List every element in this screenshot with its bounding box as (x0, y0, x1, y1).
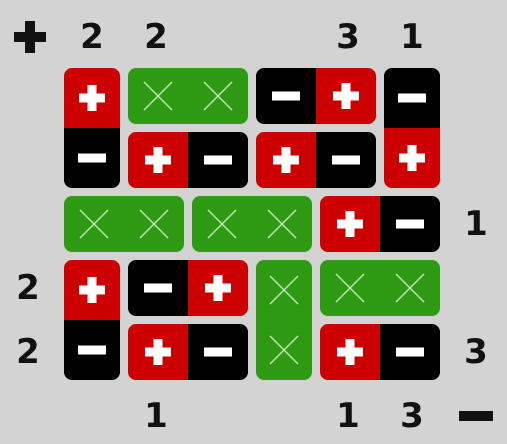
bottom-minus-clue-col-1: 1 (144, 396, 168, 436)
plus-icon (384, 128, 440, 188)
domino-0[interactable] (64, 68, 120, 188)
minus-icon (316, 132, 376, 188)
plus-icon (64, 68, 120, 128)
domino-5[interactable] (256, 132, 376, 188)
domino-half-minus[interactable] (384, 68, 440, 128)
domino-half-plus[interactable] (316, 68, 376, 124)
minus-icon (188, 324, 248, 380)
domino-8[interactable] (320, 196, 440, 252)
domino-half-minus[interactable] (64, 320, 120, 380)
domino-half-empty[interactable] (252, 196, 312, 252)
domino-half-plus[interactable] (64, 260, 120, 320)
domino-half-plus[interactable] (320, 324, 380, 380)
domino-half-plus[interactable] (64, 68, 120, 128)
domino-10[interactable] (128, 260, 248, 316)
minus-icon (256, 68, 316, 124)
cross-icon (268, 274, 300, 306)
domino-half-minus[interactable] (380, 196, 440, 252)
domino-half-minus[interactable] (64, 128, 120, 188)
domino-half-plus[interactable] (128, 324, 188, 380)
cross-icon (138, 208, 170, 240)
domino-half-empty[interactable] (320, 260, 380, 316)
cross-icon (266, 208, 298, 240)
domino-half-empty[interactable] (256, 260, 312, 320)
top-plus-clue-col-5: 1 (400, 17, 424, 57)
bottom-minus-clue-col-5: 3 (400, 396, 424, 436)
plus-icon (316, 68, 376, 124)
domino-2[interactable] (256, 68, 376, 124)
minus-icon (64, 320, 120, 380)
domino-half-empty[interactable] (124, 196, 184, 252)
domino-half-minus[interactable] (380, 324, 440, 380)
cross-icon (268, 334, 300, 366)
domino-7[interactable] (192, 196, 312, 252)
cross-icon (206, 208, 238, 240)
cross-icon (202, 80, 234, 112)
plus-icon (320, 196, 380, 252)
cross-icon (334, 272, 366, 304)
domino-half-minus[interactable] (128, 260, 188, 316)
cross-icon (394, 272, 426, 304)
domino-13[interactable] (128, 324, 248, 380)
domino-half-minus[interactable] (316, 132, 376, 188)
domino-half-empty[interactable] (64, 196, 124, 252)
domino-half-plus[interactable] (256, 132, 316, 188)
top-plus-clue-col-0: 2 (80, 17, 104, 57)
plus-icon (12, 19, 48, 55)
left-plus-clue-row-4: 2 (16, 332, 40, 372)
domino-half-empty[interactable] (128, 68, 188, 124)
plus-icon (188, 260, 248, 316)
plus-icon (64, 260, 120, 320)
domino-3[interactable] (384, 68, 440, 188)
domino-half-empty[interactable] (256, 320, 312, 380)
domino-half-empty[interactable] (380, 260, 440, 316)
domino-1[interactable] (128, 68, 248, 124)
left-plus-clue-row-3: 2 (16, 268, 40, 308)
top-plus-clue-col-4: 3 (336, 17, 360, 57)
domino-6[interactable] (64, 196, 184, 252)
cross-icon (78, 208, 110, 240)
right-minus-clue-row-4: 3 (464, 332, 488, 372)
minus-icon (64, 128, 120, 188)
domino-half-plus[interactable] (384, 128, 440, 188)
minus-icon (380, 324, 440, 380)
plus-icon (128, 132, 188, 188)
domino-half-plus[interactable] (188, 260, 248, 316)
minus-icon (384, 68, 440, 128)
bottom-minus-clue-col-4: 1 (336, 396, 360, 436)
domino-half-minus[interactable] (188, 324, 248, 380)
domino-4[interactable] (128, 132, 248, 188)
top-plus-clue-col-1: 2 (144, 17, 168, 57)
cross-icon (142, 80, 174, 112)
minus-icon (188, 132, 248, 188)
domino-half-empty[interactable] (192, 196, 252, 252)
right-minus-clue-row-2: 1 (464, 204, 488, 244)
plus-icon (256, 132, 316, 188)
domino-half-minus[interactable] (188, 132, 248, 188)
domino-14[interactable] (320, 324, 440, 380)
plus-icon (128, 324, 188, 380)
domino-half-minus[interactable] (256, 68, 316, 124)
domino-half-empty[interactable] (188, 68, 248, 124)
plus-icon (320, 324, 380, 380)
domino-half-plus[interactable] (320, 196, 380, 252)
minus-icon (380, 196, 440, 252)
domino-9[interactable] (64, 260, 120, 380)
domino-12[interactable] (320, 260, 440, 316)
domino-half-plus[interactable] (128, 132, 188, 188)
domino-11[interactable] (256, 260, 312, 380)
minus-icon (128, 260, 188, 316)
minus-icon (458, 398, 494, 434)
